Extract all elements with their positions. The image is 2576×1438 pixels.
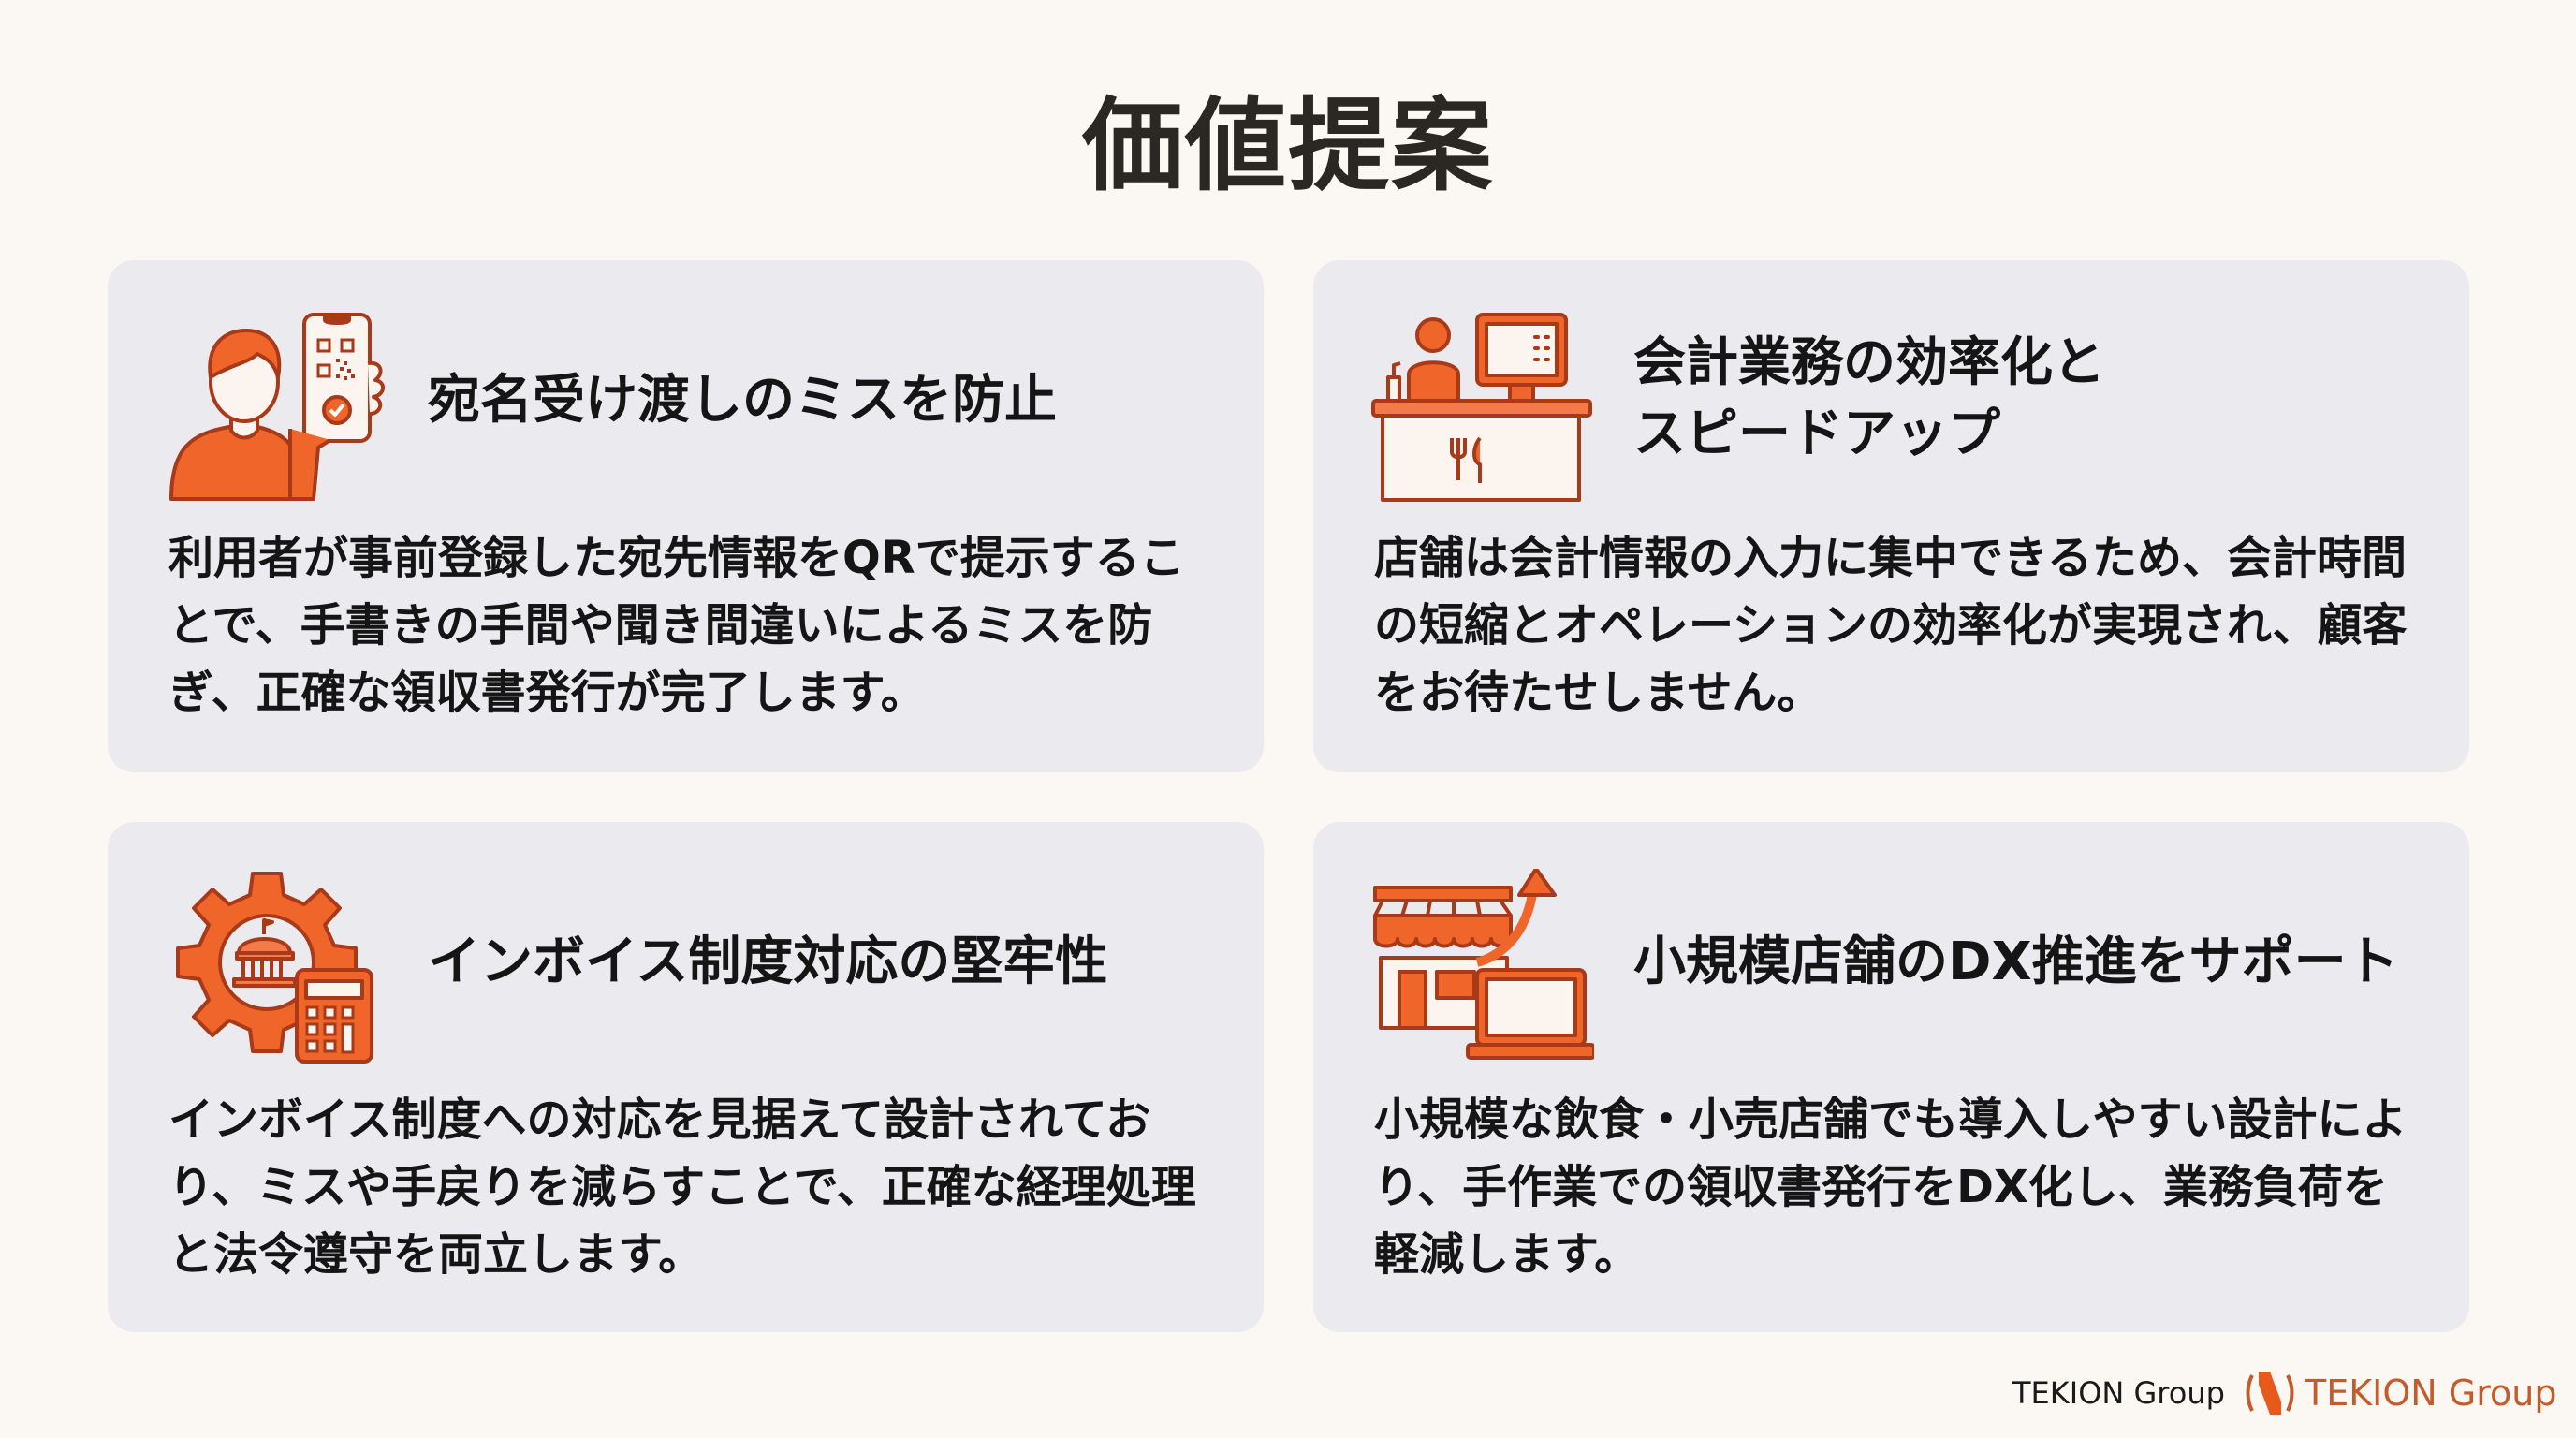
card-body: 小規模な飲食・小売店舗でも導入しやすい設計により、手作業での領収書発行をDX化し… (1374, 1093, 2408, 1281)
value-card-small-store-dx: 小規模店舗のDX推進をサポート 小規模な飲食・小売店舗でも導入しやすい設計により… (1313, 822, 2469, 1332)
card-body: 店舗は会計情報の入力に集中できるため、会計時間の短縮とオペレーションの効率化が実… (1374, 532, 2408, 719)
card-title: 会計業務の効率化と スピードアップ (1633, 332, 2105, 464)
value-card-invoice-compliance: インボイス制度対応の堅牢性 インボイス制度への対応を見据えて設計されており、ミス… (108, 822, 1264, 1332)
card-title: インボイス制度対応の堅牢性 (428, 932, 1108, 992)
storefront-laptop-growth-icon (1373, 869, 1594, 1060)
card-title: 小規模店舗のDX推進をサポート (1633, 932, 2399, 992)
value-card-checkout-efficiency: 会計業務の効率化と スピードアップ 店舗は会計情報の入力に集中できるため、会計時… (1313, 260, 2469, 772)
person-holding-phone-qr-icon (169, 313, 385, 501)
card-title: 宛名受け渡しのミスを防止 (428, 370, 1057, 431)
card-body: 利用者が事前登録した宛先情報をQRで提示することで、手書きの手間や聞き間違いによ… (168, 532, 1185, 719)
footer-brand-logo-label: TEKION Group (2305, 1372, 2557, 1414)
cashier-counter-register-icon (1371, 313, 1592, 502)
card-body: インボイス制度への対応を見据えて設計されており、ミスや手戻りを減らすことで、正確… (168, 1093, 1196, 1281)
gear-government-calculator-icon (176, 872, 373, 1064)
tekion-n-logo-icon (2246, 1372, 2294, 1415)
value-card-address-error-prevention: 宛名受け渡しのミスを防止 利用者が事前登録した宛先情報をQRで提示することで、手… (108, 260, 1264, 772)
footer-text-logo: TEKION Group (2012, 1367, 2225, 1419)
footer-brand-logo: TEKION Group (2245, 1367, 2556, 1419)
footer-text-logo-label: TEKION Group (2012, 1375, 2225, 1411)
page-title: 価値提案 (1081, 88, 1494, 205)
